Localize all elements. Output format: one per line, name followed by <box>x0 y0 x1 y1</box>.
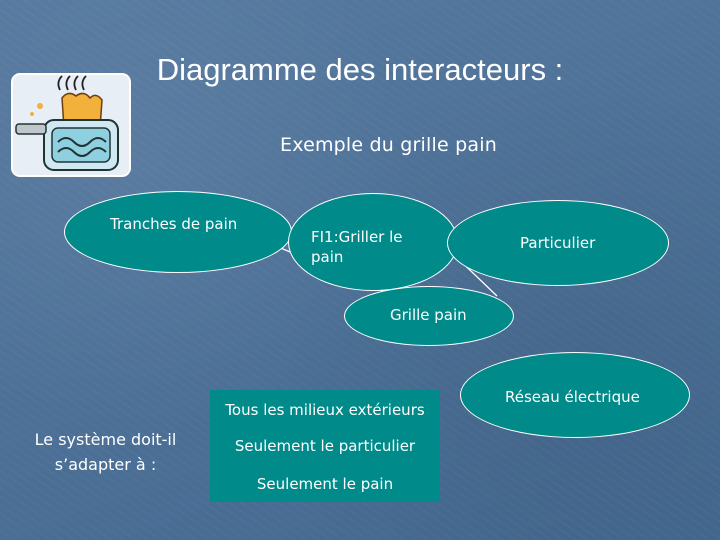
node-grille-pain-label: Grille pain <box>390 306 467 324</box>
option-seulement-pain: Seulement le pain <box>256 475 394 493</box>
node-particulier-label: Particulier <box>520 234 596 252</box>
adaptation-options-box: Tous les milieux extérieurs Seulement le… <box>210 390 440 502</box>
toaster-clipart-icon <box>11 73 131 177</box>
adaptation-question-line1: Le système doit-il <box>34 430 177 449</box>
option-tous-milieux: Tous les milieux extérieurs <box>225 401 425 419</box>
node-fi1: FI1:Griller le pain <box>288 193 458 291</box>
adaptation-question: Le système doit-il s’adapter à : <box>18 427 193 477</box>
slide-subtitle: Exemple du grille pain <box>280 134 497 156</box>
node-particulier: Particulier <box>447 200 669 286</box>
option-seulement-particulier: Seulement le particulier <box>234 437 416 455</box>
node-tranches-label: Tranches de pain <box>110 215 238 233</box>
node-reseau-electrique: Réseau électrique <box>460 352 690 438</box>
adaptation-question-line2: s’adapter à : <box>54 455 157 474</box>
slide-title: Diagramme des interacteurs : <box>156 52 564 87</box>
node-fi1-label-line2: pain <box>311 248 344 266</box>
node-tranches-de-pain: Tranches de pain <box>64 191 292 273</box>
node-fi1-label-line1: FI1:Griller le <box>311 228 403 246</box>
node-grille-pain: Grille pain <box>344 286 514 346</box>
node-reseau-label: Réseau électrique <box>505 388 640 406</box>
